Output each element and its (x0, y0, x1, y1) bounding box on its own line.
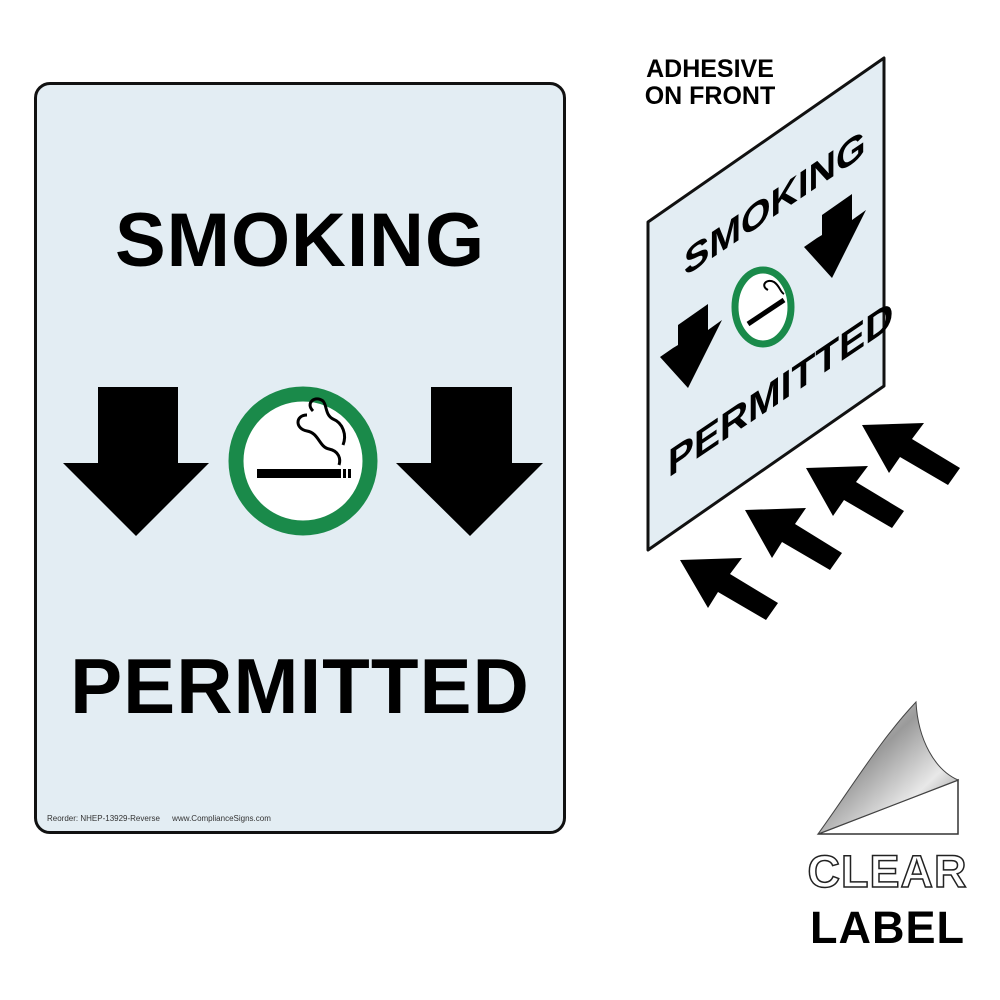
arrow-group (680, 423, 960, 620)
adhesive-note: ADHESIVE ON FRONT (600, 56, 820, 110)
up-left-arrow-icon (862, 423, 960, 485)
smoking-permitted-icon (228, 386, 378, 536)
clear-text: CLEAR (807, 845, 968, 898)
sign-panel: SMOKING PERMITTED Reorder: NHEP-13929-Re… (34, 82, 566, 834)
up-left-arrow-icon (680, 558, 778, 620)
down-arrow-icon (804, 194, 866, 278)
adhesive-line-1: ADHESIVE (646, 55, 774, 83)
down-arrow-icon (660, 304, 722, 388)
sign-title-permitted: PERMITTED (70, 642, 530, 730)
label-text: LABEL (810, 902, 965, 953)
sign-symbols (63, 386, 543, 536)
reorder-code: Reorder: NHEP-13929-Reverse (47, 814, 160, 823)
adhesive-line-2: ON FRONT (644, 82, 776, 110)
up-left-arrow-icon (745, 508, 842, 570)
peel-curl-icon (816, 700, 960, 836)
down-arrow-icon (63, 387, 209, 536)
up-left-arrow-icon (806, 466, 904, 528)
smoking-permitted-icon (731, 266, 795, 348)
reorder-info: Reorder: NHEP-13929-Reverse www.Complian… (47, 814, 271, 823)
down-arrow-icon (396, 387, 543, 536)
sign-title-smoking: SMOKING (114, 198, 486, 283)
website-text: www.ComplianceSigns.com (172, 814, 271, 823)
